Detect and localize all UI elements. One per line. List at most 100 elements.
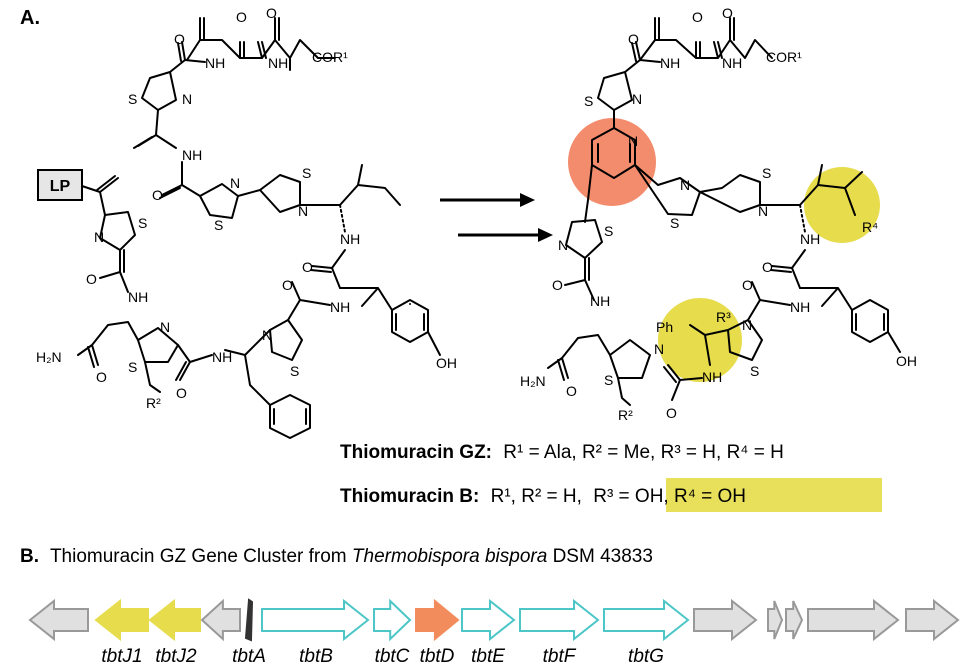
arrow-head-icon: [520, 193, 535, 207]
carbonyl-o: O: [722, 5, 733, 21]
n-atom: N: [182, 91, 192, 107]
gene-arrow-tbtE: [461, 598, 516, 642]
nh-label: NH: [590, 293, 610, 309]
nh-label: NH: [268, 55, 288, 71]
thiazole-ring: [259, 174, 301, 213]
gene-arrow-tbtJ1: [94, 598, 149, 642]
r4-label: R⁴: [862, 219, 878, 235]
gene-arrow-tbtA: [244, 598, 254, 642]
nh-label: NH: [722, 55, 742, 71]
compound-substituents-b: R¹, R² = H,: [491, 486, 582, 507]
phe-backbone: [224, 329, 271, 406]
carbonyl-o: O: [762, 259, 773, 275]
gene-label-tbtB: tbtB: [299, 646, 333, 667]
n-atom: N: [262, 327, 272, 343]
s-atom: S: [762, 165, 771, 181]
panel-b-strain: DSM 43833: [553, 546, 653, 567]
s-atom: S: [584, 93, 593, 109]
s-atom: S: [290, 363, 299, 379]
nh-label: NH: [660, 55, 680, 71]
stereo-bond: [339, 204, 346, 233]
compound-name-gz: Thiomuracin GZ:: [340, 442, 492, 463]
carbonyl-o: O: [174, 31, 185, 47]
lp-box: [37, 169, 83, 201]
r2-label: R²: [146, 395, 161, 411]
pyridine-ring: [591, 109, 636, 179]
nh-label: NH: [330, 299, 350, 315]
oh-label: OH: [896, 353, 917, 369]
amide-bond: [663, 364, 703, 401]
phe-backbone: [689, 324, 729, 366]
gene-arrow: [200, 598, 241, 642]
n-atom: N: [298, 203, 308, 219]
gene-label-tbtF: tbtF: [543, 646, 577, 667]
thiazole-ring: [141, 71, 177, 111]
nh-label: NH: [212, 349, 232, 365]
asparagine-sidechain: [77, 321, 139, 368]
gene-arrow: [807, 598, 900, 642]
amide-bond: [564, 257, 595, 301]
gene-arrow: [693, 598, 758, 642]
n-atom: N: [558, 237, 568, 253]
dehydro-link: [81, 175, 119, 216]
nh-label: NH: [340, 231, 360, 247]
amide-bond: [770, 249, 806, 289]
phenol-oh-bond: [887, 331, 901, 353]
thiazole-ring: [597, 71, 633, 111]
r3-label: R³: [716, 309, 731, 325]
n-atom: N: [628, 133, 638, 149]
panel-a-label: A.: [20, 7, 40, 29]
gene-label-tbtG: tbtG: [628, 646, 664, 667]
s-atom: S: [302, 165, 311, 181]
gene-arrow-tbtJ2: [148, 598, 201, 642]
r2-bond: [617, 377, 631, 406]
cor1-label: COR¹: [312, 49, 348, 65]
n-atom: N: [758, 203, 768, 219]
thiomuracin-structure: O O NH NH COR¹ O S N N N S S N R⁴ NH O O…: [520, 5, 917, 423]
asparagine-sidechain: [547, 334, 611, 381]
thiazole-ring: [269, 319, 303, 361]
h2n-label: H₂N: [520, 373, 546, 389]
compound-line-gz: Thiomuracin GZ: R¹ = Ala, R² = Me, R³ = …: [340, 442, 784, 463]
carbonyl-bonds: [239, 41, 267, 59]
panel-b-label: B.: [20, 546, 39, 567]
amide-bond: [99, 249, 129, 293]
isoleucine-sidechain: [299, 164, 401, 206]
s-atom: S: [750, 363, 759, 379]
n-atom: N: [632, 91, 642, 107]
amide-bond: [175, 344, 213, 381]
carbonyl-o: O: [552, 277, 563, 293]
pyridine-highlight: [568, 118, 656, 206]
amide-bond: [747, 281, 791, 321]
nh-label: NH: [128, 289, 148, 305]
carbonyl-o: O: [96, 369, 107, 385]
amide-bond: [287, 281, 331, 321]
nh-label: NH: [790, 299, 810, 315]
thiazole-ring: [137, 327, 179, 363]
phenylalanine-highlight: [658, 298, 742, 382]
tyrosine-backbone: [339, 287, 393, 311]
precursor-peptide-structure: O O NH NH COR¹ O S N NH O N S S N NH O: [36, 5, 457, 439]
s-atom: S: [128, 359, 137, 375]
biaryl-bond: [237, 189, 261, 197]
carbonyl-o: O: [176, 385, 187, 401]
s-atom: S: [128, 91, 137, 107]
s-atom: S: [214, 217, 223, 233]
carbonyl-o: O: [302, 259, 313, 275]
carbonyl-o: O: [266, 5, 277, 21]
s-atom: S: [604, 223, 613, 239]
nh-label: NH: [205, 55, 225, 71]
amide-bond: [159, 161, 201, 199]
dehydro-link: [133, 109, 177, 149]
amide-bond: [310, 249, 346, 289]
thiazole-ring: [99, 211, 136, 251]
carbonyl-o: O: [152, 187, 163, 203]
dehydroalanine-chain: [639, 17, 773, 61]
benzene-ring: [269, 394, 311, 439]
amide-bond: [624, 41, 661, 73]
gene-arrow-tbtC: [373, 598, 412, 642]
compound-name-b: Thiomuracin B:: [340, 486, 479, 507]
s-atom: S: [670, 215, 679, 231]
